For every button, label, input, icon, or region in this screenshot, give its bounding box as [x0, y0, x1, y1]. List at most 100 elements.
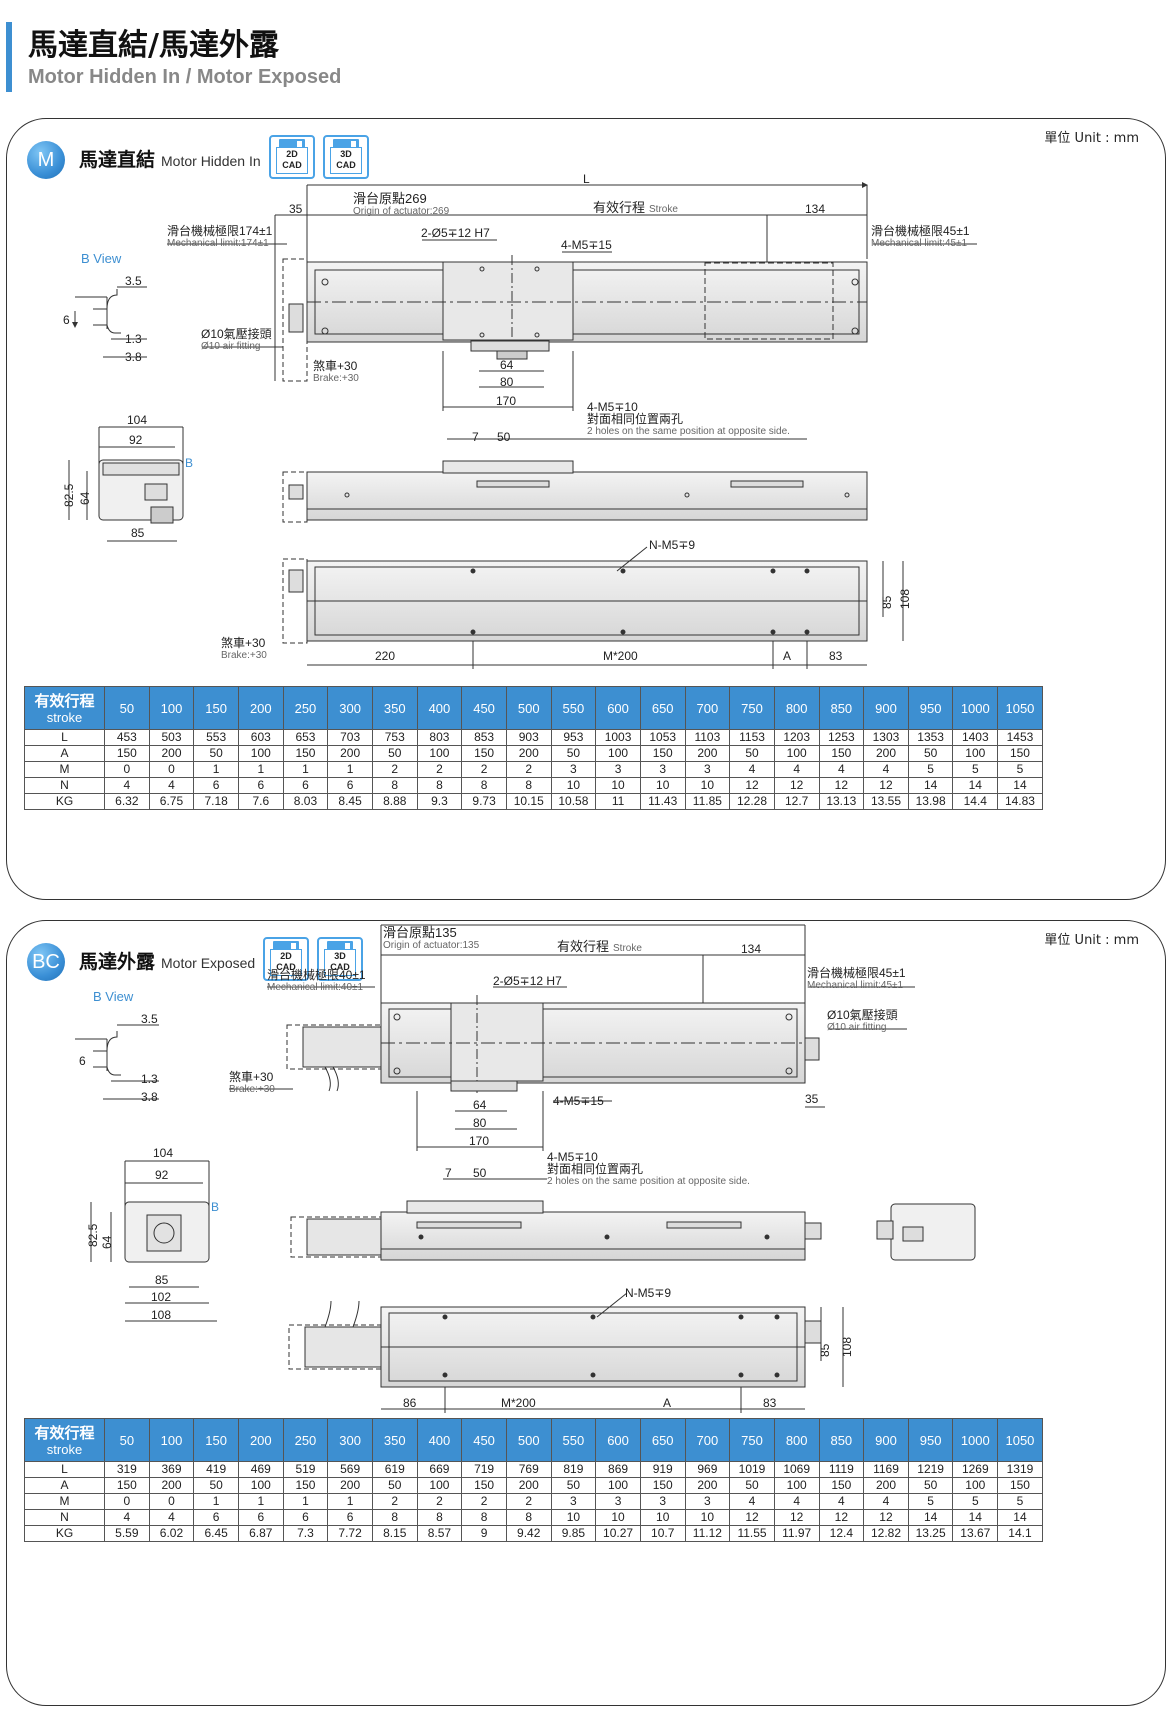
technical-drawing-bc: B View L 滑台原點135 Origin of actuator:135 … [75, 921, 976, 1413]
b-marker: B [185, 456, 193, 470]
v-108: 108 [840, 1337, 854, 1357]
table-cell: 1353 [907, 729, 954, 746]
table-cell: 150 [639, 1477, 686, 1494]
nm5-label: N-M5∓9 [625, 1286, 671, 1300]
table-cell: 1 [282, 761, 329, 778]
table-cell: 7.72 [327, 1525, 373, 1542]
dim-L: L [583, 172, 590, 186]
table-cell: 4 [729, 1493, 775, 1510]
table-cell: 5 [952, 1493, 999, 1510]
table-cell: 150 [104, 745, 150, 762]
v-85: 85 [880, 595, 894, 609]
table-cell: 10 [639, 1509, 686, 1526]
table-cell: 953 [550, 729, 597, 746]
table-cell: 6 [282, 777, 329, 794]
table-cell: 12 [863, 777, 909, 794]
table-cell: 419 [193, 1461, 239, 1478]
table-cell: 2 [505, 1493, 552, 1510]
table-cell: 50 [371, 1477, 418, 1494]
table-cell: 8 [371, 777, 418, 794]
table-cell: 8 [371, 1509, 418, 1526]
v-108: 108 [898, 589, 912, 609]
table-cell: 6.02 [148, 1525, 195, 1542]
table-cell: 2 [416, 761, 463, 778]
table-cell: 9.3 [416, 793, 463, 810]
air-en: Ø10 air fitting [201, 341, 260, 352]
origin-en: Origin of actuator:135 [383, 940, 480, 951]
table-cell: 100 [237, 1477, 284, 1494]
table-cell: 12 [729, 1509, 775, 1526]
dim-m200: M*200 [501, 1396, 536, 1410]
stroke-column-header: 950 [907, 1418, 954, 1462]
origin-en: Origin of actuator:269 [353, 206, 450, 217]
table-cell: 3 [639, 1493, 686, 1510]
table-cell: 10.27 [595, 1525, 641, 1542]
dim-102: 102 [151, 1290, 171, 1304]
dim-92: 92 [129, 433, 143, 447]
stroke-column-header: 750 [729, 1418, 775, 1462]
dim-80: 80 [473, 1116, 487, 1130]
b-3-5: 3.5 [141, 1012, 158, 1026]
table-cell: 4 [863, 761, 909, 778]
table-cell: 200 [327, 745, 373, 762]
table-cell: 653 [282, 729, 329, 746]
table-cell: 619 [371, 1461, 418, 1478]
stroke-column-header: 850 [818, 686, 865, 730]
table-cell: 11.55 [729, 1525, 775, 1542]
row-label: A [24, 745, 105, 762]
table-cell: 10 [595, 1509, 641, 1526]
row-label: KG [24, 1525, 105, 1542]
opp-en: 2 holes on the same position at opposite… [587, 426, 790, 437]
table-cell: 1403 [952, 729, 999, 746]
dim-104: 104 [127, 413, 147, 427]
dim-35: 35 [805, 1092, 819, 1106]
table-cell: 12 [729, 777, 775, 794]
section-title-en: Motor Exposed [161, 955, 256, 971]
bview-label: B View [93, 989, 134, 1004]
brake-en: Brake:+30 [229, 1084, 275, 1095]
pin-label: 2-Ø5∓12 H7 [493, 974, 562, 988]
technical-drawing-m: B View L 35 滑台原點269 Origin of actuator:2… [62, 172, 977, 669]
b-3-8: 3.8 [141, 1090, 158, 1104]
dim-92: 92 [155, 1168, 169, 1182]
nm5-label: N-M5∓9 [649, 538, 695, 552]
table-cell: 50 [907, 745, 954, 762]
stroke-column-header: 1050 [997, 686, 1043, 730]
table-cell: 1319 [997, 1461, 1043, 1478]
table-cell: 7.18 [193, 793, 239, 810]
row-label: KG [24, 793, 105, 810]
dim-108: 108 [151, 1308, 171, 1322]
section-title-zh: 馬達直結 [79, 149, 156, 171]
table-cell: 2 [461, 1493, 507, 1510]
stroke-column-header: 300 [327, 686, 373, 730]
table-cell: 12 [773, 777, 820, 794]
table-cell: 5.59 [104, 1525, 150, 1542]
stroke-zh: 有效行程 [593, 200, 645, 215]
origin-zh: 滑台原點135 [383, 925, 457, 940]
stroke-column-header: 100 [148, 686, 195, 730]
dim-83: 83 [763, 1396, 777, 1410]
table-cell: 200 [863, 1477, 909, 1494]
table-cell: 10.15 [505, 793, 552, 810]
table-cell: 12 [818, 1509, 865, 1526]
stroke-column-header: 300 [327, 1418, 373, 1462]
table-cell: 10.58 [550, 793, 597, 810]
table-cell: 4 [863, 1493, 909, 1510]
table-cell: 8 [461, 1509, 507, 1526]
b-marker: B [211, 1200, 219, 1214]
table-cell: 150 [997, 1477, 1043, 1494]
stroke-column-header: 850 [818, 1418, 865, 1462]
h-82-5: 82.5 [86, 1223, 100, 1247]
table-cell: 6 [282, 1509, 329, 1526]
dim-83: 83 [829, 649, 843, 663]
stroke-column-header: 400 [416, 686, 463, 730]
table-cell: 3 [639, 761, 686, 778]
table-cell: 150 [461, 745, 507, 762]
